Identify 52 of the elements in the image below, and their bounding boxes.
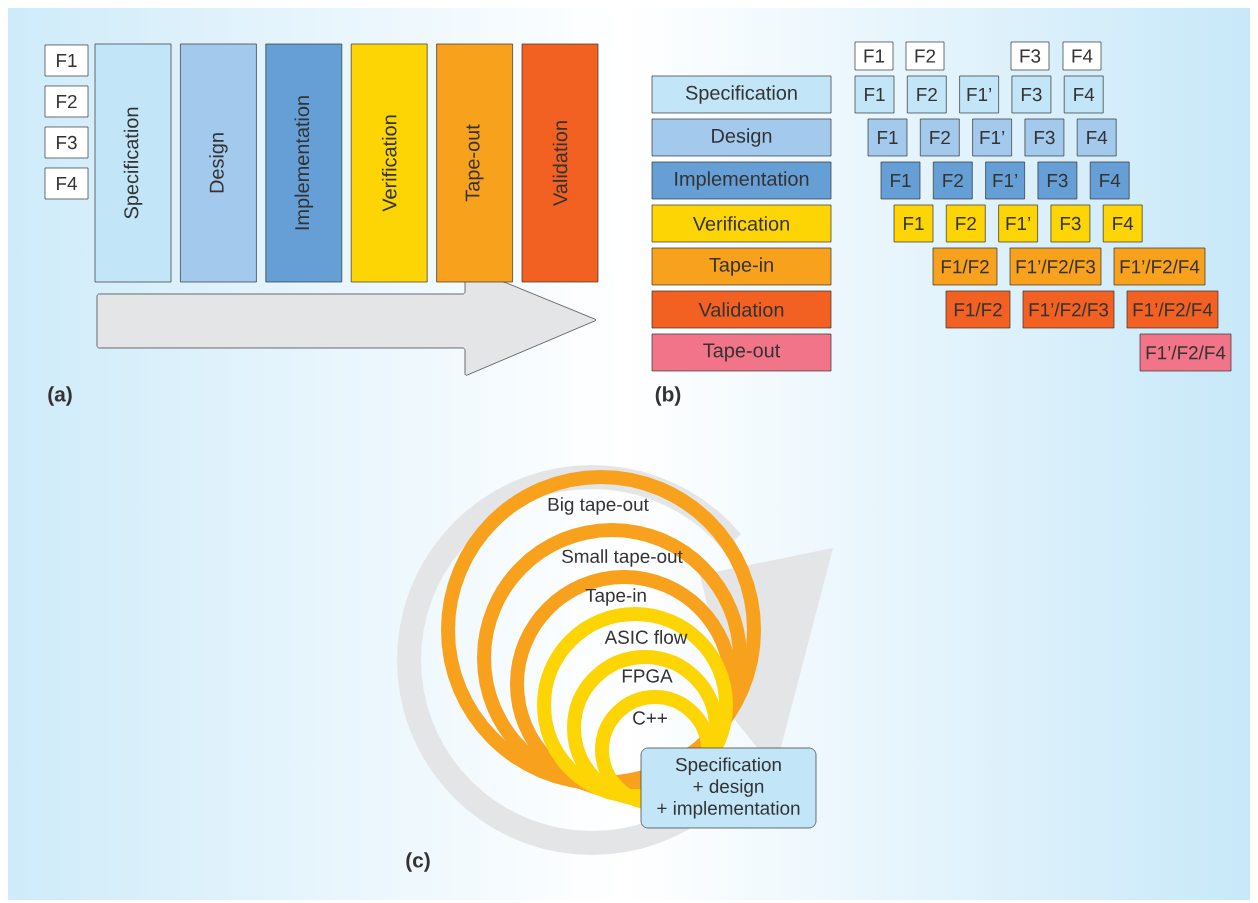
feature-box: F1/F2 bbox=[945, 290, 1011, 329]
feature-box: F3 bbox=[1011, 75, 1052, 114]
feature-box: F1/F2 bbox=[932, 247, 998, 286]
stage-box: Specification bbox=[651, 75, 832, 114]
stage-bar: Validation bbox=[521, 43, 599, 283]
stage-box: Implementation bbox=[651, 161, 832, 200]
feature-box: F1’/F2/F3 bbox=[1009, 247, 1102, 286]
feature-box: F1 bbox=[893, 204, 934, 243]
stage-bar: Design bbox=[180, 43, 257, 283]
panel-label: (b) bbox=[655, 386, 681, 406]
stage-box: Tape-out bbox=[651, 333, 832, 372]
feature-box: F2 bbox=[905, 41, 945, 71]
feature-box: F3 bbox=[44, 126, 89, 159]
feature-box: F1’ bbox=[985, 161, 1025, 200]
feature-box: F4 bbox=[1076, 118, 1117, 157]
feature-box: F1 bbox=[880, 161, 921, 200]
feature-box: F1’ bbox=[998, 204, 1038, 243]
feature-box: F1’/F2/F4 bbox=[1139, 333, 1232, 372]
feature-box: F4 bbox=[44, 167, 89, 200]
feature-box: F4 bbox=[1102, 204, 1143, 243]
stage-box: Tape-in bbox=[651, 247, 832, 286]
process-box: Specification + design + implementation bbox=[640, 747, 817, 829]
panel-label: (a) bbox=[48, 386, 72, 406]
feature-box: F1’/F2/F4 bbox=[1126, 290, 1219, 329]
feature-box: F2 bbox=[945, 204, 986, 243]
feature-box: F2 bbox=[44, 85, 89, 118]
stage-bar: Implementation bbox=[265, 43, 343, 283]
feature-box: F1’ bbox=[959, 75, 999, 114]
feature-box: F3 bbox=[1050, 204, 1091, 243]
feature-box: F1’/F2/F3 bbox=[1022, 290, 1115, 329]
stage-box: Design bbox=[651, 118, 832, 157]
feature-box: F3 bbox=[1037, 161, 1078, 200]
feature-box: F1’/F2/F4 bbox=[1113, 247, 1206, 286]
panel-label: (c) bbox=[406, 852, 430, 872]
feature-box: F1 bbox=[854, 75, 895, 114]
feature-box: F2 bbox=[906, 75, 947, 114]
feature-box: F3 bbox=[1024, 118, 1065, 157]
feature-box: F2 bbox=[932, 161, 973, 200]
stage-bar: Specification bbox=[94, 43, 172, 283]
stage-bar: Verification bbox=[350, 43, 428, 283]
feature-box: F1’ bbox=[972, 118, 1012, 157]
feature-box: F1 bbox=[867, 118, 908, 157]
stage-box: Validation bbox=[651, 290, 832, 329]
stage-bar: Tape-out bbox=[436, 43, 513, 283]
feature-box: F4 bbox=[1062, 41, 1102, 71]
feature-box: F1 bbox=[854, 41, 894, 71]
feature-box: F4 bbox=[1063, 75, 1104, 114]
feature-box: F1 bbox=[44, 44, 89, 77]
feature-box: F3 bbox=[1010, 41, 1050, 71]
stage-box: Verification bbox=[651, 204, 832, 243]
feature-box: F2 bbox=[919, 118, 960, 157]
feature-box: F4 bbox=[1089, 161, 1130, 200]
